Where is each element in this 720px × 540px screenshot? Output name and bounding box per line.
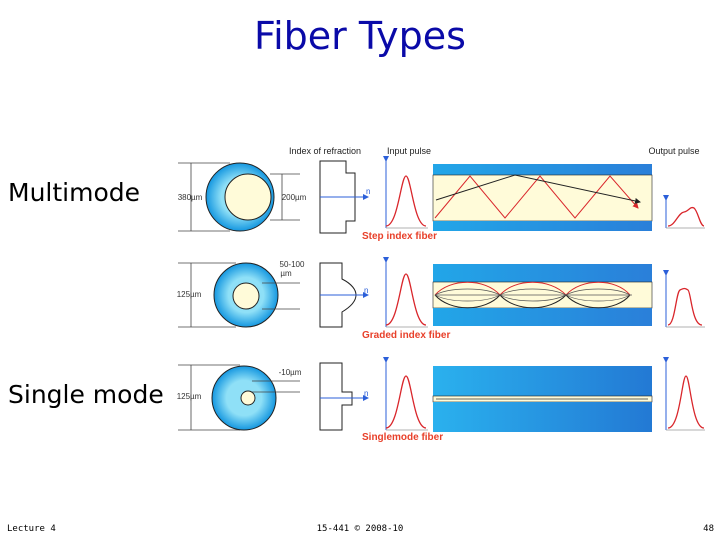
graded-input-pulse (385, 273, 427, 326)
graded-core-circle (232, 282, 260, 310)
step-input-pulse (385, 175, 427, 227)
step-core-circle (224, 173, 272, 221)
step-index-row: 380µm 200µm n Step index fiber (178, 156, 705, 242)
step-output-pulse (667, 206, 705, 227)
n-axis-label: n (366, 187, 370, 196)
single-mode-label: Single mode (8, 380, 164, 409)
graded-index-caption: Graded index fiber (362, 330, 450, 341)
single-core-circle (240, 390, 256, 406)
n-axis-label: n (364, 286, 368, 295)
single-bottom-cladding (433, 402, 652, 432)
singlemode-caption: Singlemode fiber (362, 432, 443, 443)
core-diameter-unit: µm (280, 269, 292, 278)
graded-bottom-cladding (433, 308, 652, 326)
header-index-of-refraction: Index of refraction (289, 146, 361, 156)
outer-diameter-label: 125µm (177, 290, 202, 299)
single-top-cladding (433, 366, 652, 396)
multimode-label: Multimode (8, 178, 141, 207)
slide-title: Fiber Types (254, 14, 466, 58)
step-index-caption: Step index fiber (362, 231, 437, 242)
single-mode-row: 125µm -10µm n Singlemode fiber (177, 357, 705, 443)
core-diameter-label: 200µm (282, 193, 307, 202)
single-input-pulse (385, 375, 427, 429)
core-diameter-label: 50-100 (280, 260, 305, 269)
step-bottom-cladding (433, 221, 652, 231)
outer-diameter-label: 125µm (177, 392, 202, 401)
step-top-cladding (433, 164, 652, 175)
core-diameter-label: -10µm (279, 368, 302, 377)
footer-lecture: Lecture 4 (7, 524, 56, 534)
single-output-pulse (667, 375, 705, 429)
graded-top-cladding (433, 264, 652, 282)
footer-course: 15-441 © 2008-10 (316, 524, 404, 534)
graded-output-pulse (667, 287, 703, 326)
outer-diameter-label: 380µm (178, 193, 203, 202)
header-input-pulse: Input pulse (387, 146, 431, 156)
graded-index-row: 125µm 50-100 µm n Graded index fiber (177, 257, 705, 341)
header-output-pulse: Output pulse (648, 146, 699, 156)
single-index-profile (319, 362, 353, 431)
step-index-profile (319, 160, 356, 234)
n-axis-label: n (364, 389, 368, 398)
footer-page-number: 48 (703, 524, 714, 534)
